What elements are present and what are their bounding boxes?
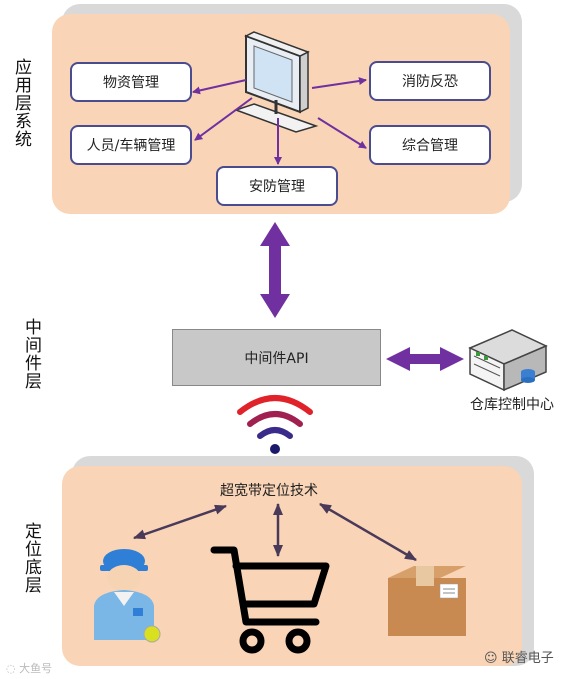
middleware-api-box: 中间件API — [172, 329, 381, 386]
worker-icon — [94, 549, 161, 643]
materials-management-box: 物资管理 — [70, 62, 192, 102]
app-connector-arrows — [192, 77, 367, 165]
wechat-icon: ☺ — [484, 651, 498, 666]
positioning-layer-side-label: 定位底层 — [21, 522, 41, 594]
watermark-right-text: 联睿电子 — [501, 651, 554, 666]
middleware-layer-side-label: 中间件层 — [21, 318, 41, 390]
watermark-left: ◌ 大鱼号 — [6, 660, 52, 676]
warehouse-control-center-label: 仓库控制中心 — [470, 397, 554, 413]
app-layer-side-label: 应用层系统 — [11, 58, 31, 148]
uwb-technology-label: 超宽带定位技术 — [220, 483, 318, 499]
integrated-management-box: 综合管理 — [369, 125, 491, 165]
computer-monitor-icon — [233, 31, 319, 133]
watermark-right: ☺ 联睿电子 — [484, 647, 554, 666]
watermark-left-icon: ◌ — [6, 662, 16, 675]
fire-antiterror-box: 消防反恐 — [369, 61, 491, 101]
security-management-box: 安防管理 — [216, 166, 338, 206]
server-icon — [468, 329, 548, 392]
uwb-connector-arrows — [133, 502, 417, 562]
personnel-vehicle-management-box: 人员/车辆管理 — [70, 125, 192, 165]
horizontal-double-arrow — [386, 347, 464, 371]
watermark-left-text: 大鱼号 — [19, 662, 53, 675]
package-box-icon — [388, 566, 466, 636]
vertical-double-arrow — [260, 222, 290, 318]
wifi-signal-icon — [237, 395, 313, 454]
shopping-cart-icon — [210, 546, 330, 654]
